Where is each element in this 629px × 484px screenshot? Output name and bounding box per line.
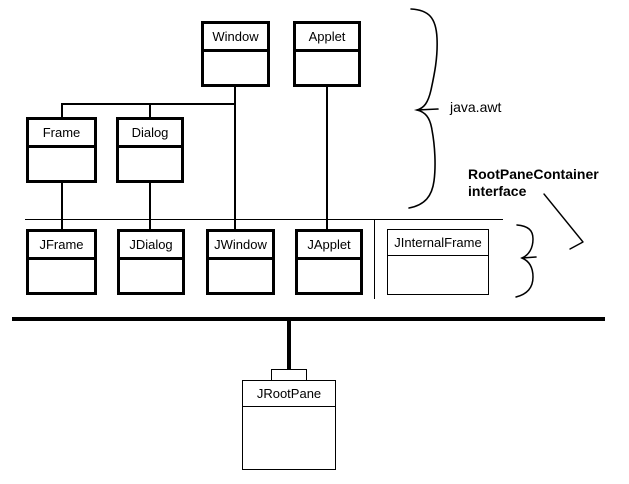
class-body-japplet	[298, 260, 360, 292]
class-body-jdialog	[120, 260, 182, 292]
class-title-japplet: JApplet	[298, 232, 360, 260]
class-box-jinternalframe[interactable]: JInternalFrame	[387, 229, 489, 295]
java-awt-brace	[408, 8, 439, 209]
class-title-window: Window	[204, 24, 267, 52]
connector-jdialog-up	[149, 219, 151, 230]
connector-frame-up	[61, 103, 63, 119]
class-title-frame: Frame	[29, 120, 94, 148]
class-title-jwindow: JWindow	[209, 232, 272, 260]
connector-window-children-bus	[61, 103, 236, 105]
connector-dialog-down	[149, 180, 151, 220]
class-body-jinternalframe	[388, 256, 488, 294]
class-title-jrootpane: JRootPane	[243, 381, 335, 407]
connector-window-down	[234, 84, 236, 219]
connector-rootpane-stem	[287, 317, 291, 377]
class-body-applet	[296, 52, 358, 84]
class-body-jwindow	[209, 260, 272, 292]
connector-jwindow-up	[234, 219, 236, 230]
class-title-jframe: JFrame	[29, 232, 94, 260]
rootpane-connector-tab	[271, 369, 307, 381]
class-body-jrootpane	[243, 407, 335, 469]
connector-jframe-up	[61, 219, 63, 230]
class-body-window	[204, 52, 267, 84]
group-divider-line	[374, 219, 375, 299]
class-box-jdialog[interactable]: JDialog	[117, 229, 185, 295]
interface-label-line2: interface	[468, 183, 527, 199]
class-title-jinternalframe: JInternalFrame	[388, 230, 488, 256]
class-box-window[interactable]: Window	[201, 21, 270, 87]
class-box-frame[interactable]: Frame	[26, 117, 97, 183]
class-box-japplet[interactable]: JApplet	[295, 229, 363, 295]
class-box-dialog[interactable]: Dialog	[116, 117, 184, 183]
class-box-jframe[interactable]: JFrame	[26, 229, 97, 295]
class-title-applet: Applet	[296, 24, 358, 52]
class-body-dialog	[119, 148, 181, 180]
class-box-jrootpane[interactable]: JRootPane	[242, 380, 336, 470]
rootpanecontainer-brace	[515, 224, 537, 298]
connector-applet-down	[326, 84, 328, 220]
connector-frame-down	[61, 180, 63, 220]
rootpane-container-bar	[12, 317, 605, 321]
interface-leader-line	[543, 193, 584, 250]
class-body-frame	[29, 148, 94, 180]
class-box-applet[interactable]: Applet	[293, 21, 361, 87]
package-label-java-awt: java.awt	[450, 99, 502, 115]
connector-japplet-up	[326, 219, 328, 230]
connector-dialog-up	[149, 103, 151, 119]
class-title-jdialog: JDialog	[120, 232, 182, 260]
package-separator-line	[25, 219, 503, 220]
class-body-jframe	[29, 260, 94, 292]
class-title-dialog: Dialog	[119, 120, 181, 148]
interface-label-line1: RootPaneContainer	[468, 166, 599, 182]
class-box-jwindow[interactable]: JWindow	[206, 229, 275, 295]
